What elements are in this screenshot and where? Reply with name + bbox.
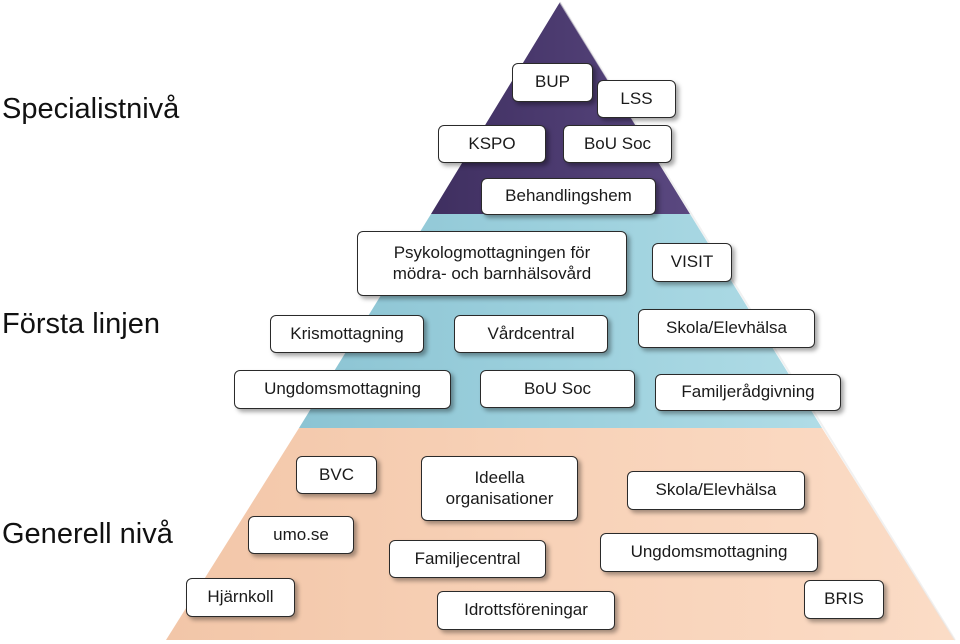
box-ungdomsmottagning-mid: Ungdomsmottagning (234, 370, 451, 409)
box-skola-elevhalsa-mid: Skola/Elevhälsa (638, 309, 815, 348)
box-familjecentral: Familjecentral (389, 540, 546, 578)
box-behandlingshem: Behandlingshem (481, 178, 656, 215)
box-bris: BRIS (804, 580, 884, 619)
box-psykologmottagningen-line1: Psykologmottagningen för (393, 243, 591, 263)
box-idrottsforeningar: Idrottsföreningar (437, 591, 615, 630)
box-bvc: BVC (296, 456, 377, 494)
level-label-general: Generell nivå (2, 518, 173, 550)
box-ideella-organisationer: Ideella organisationer (421, 456, 578, 521)
box-visit: VISIT (652, 243, 732, 282)
box-lss: LSS (597, 80, 676, 118)
box-krismottagning: Krismottagning (270, 315, 424, 353)
box-hjarnkoll: Hjärnkoll (186, 578, 295, 617)
box-bou-soc-mid: BoU Soc (480, 370, 635, 408)
box-umo-se: umo.se (248, 516, 354, 554)
box-vardcentral: Vårdcentral (454, 315, 608, 353)
box-skola-elevhalsa-low: Skola/Elevhälsa (627, 471, 805, 510)
box-bup: BUP (512, 63, 593, 102)
box-kspo: KSPO (438, 125, 546, 163)
level-label-specialist: Specialistnivå (2, 93, 180, 125)
box-psykologmottagningen-line2: mödra- och barnhälsovård (392, 263, 592, 283)
box-ideella-line1: Ideella (474, 468, 525, 488)
box-familjeradgivning: Familjerådgivning (655, 374, 841, 411)
box-psykologmottagningen: Psykologmottagningen för mödra- och barn… (357, 231, 627, 296)
box-ungdomsmottagning-low: Ungdomsmottagning (600, 533, 818, 572)
box-ideella-line2: organisationer (445, 488, 554, 508)
box-bou-soc-top: BoU Soc (563, 125, 672, 163)
level-label-first-line: Första linjen (2, 308, 160, 340)
